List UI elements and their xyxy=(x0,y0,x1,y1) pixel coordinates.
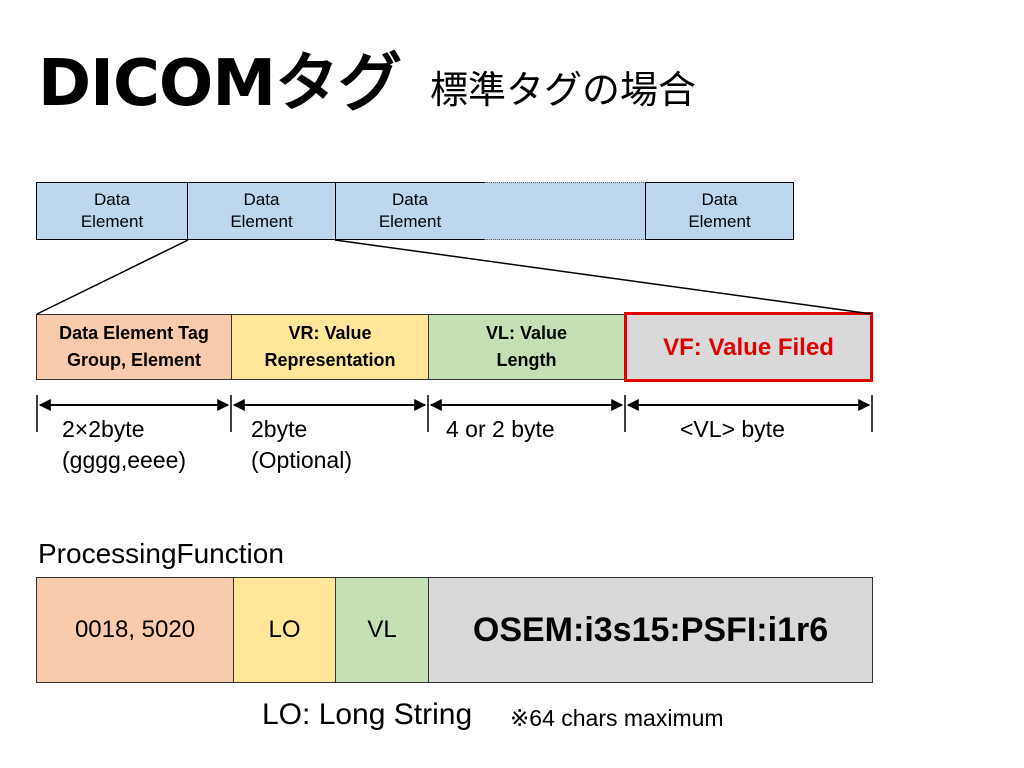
zoom-line-left xyxy=(36,239,189,315)
field-vr: VR: Value Representation xyxy=(231,314,429,380)
field-vl: VL: Value Length xyxy=(428,314,625,380)
page-subtitle: 標準タグの場合 xyxy=(430,68,697,112)
example-label: ProcessingFunction xyxy=(38,538,284,569)
field-tag: Data Element Tag Group, Element xyxy=(36,314,232,380)
example-vl-cell: VL xyxy=(335,577,429,683)
data-element-last: Data Element xyxy=(645,182,794,240)
size-label-vr: 2byte (Optional) xyxy=(251,416,352,473)
size-label-vl: 4 or 2 byte xyxy=(446,416,555,442)
example-value-cell: OSEM:i3s15:PSFI:i1r6 xyxy=(428,577,873,683)
vr-note: LO: Long String xyxy=(262,698,473,731)
field-vf: VF: Value Filed xyxy=(624,312,873,382)
example-tag-cell: 0018, 5020 xyxy=(36,577,234,683)
size-label-vf: <VL> byte xyxy=(680,416,785,442)
page-title: DICOMタグ xyxy=(38,47,402,121)
data-element-3: Data Element xyxy=(335,182,485,240)
data-element-1: Data Element xyxy=(36,182,188,240)
zoom-line-right xyxy=(334,239,873,315)
vr-note-limit: ※64 chars maximum xyxy=(510,705,724,731)
size-label-tag: 2×2byte (gggg,eeee) xyxy=(62,416,187,473)
example-vr-cell: LO xyxy=(233,577,336,683)
data-element-2: Data Element xyxy=(187,182,336,240)
data-element-ellipsis xyxy=(484,182,646,240)
